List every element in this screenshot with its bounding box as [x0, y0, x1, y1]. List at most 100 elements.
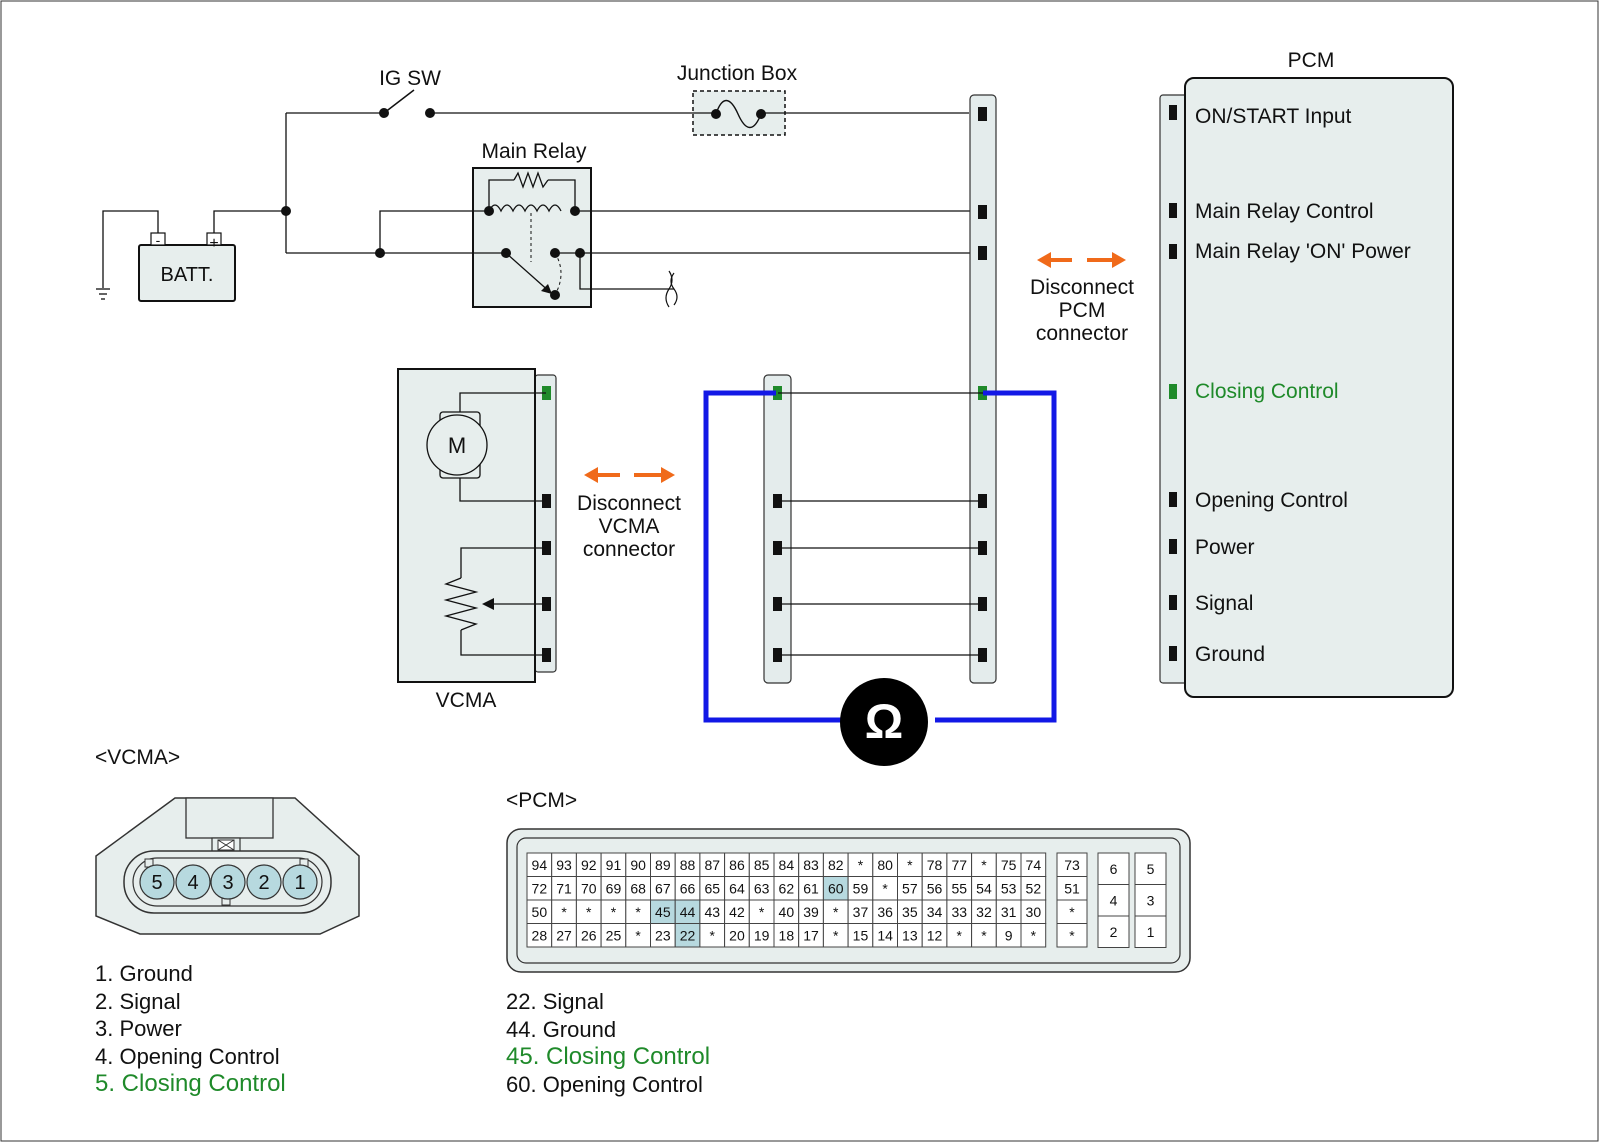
vcma-connector-pin-number: 3 — [222, 872, 233, 894]
pcm-connector-pin-number: 59 — [853, 880, 869, 896]
pcm-connector-pin-number: 68 — [630, 880, 646, 896]
pcm-connector-pin-number: 92 — [581, 857, 597, 873]
pcm-connector-pin-number: 67 — [655, 880, 671, 896]
pcm-connector-pin-number: 43 — [704, 904, 720, 920]
vcma-component: M VCMA — [397, 368, 557, 712]
disconnect-vcma-line2: VCMA — [599, 515, 660, 538]
vcma-connector-pin — [139, 864, 175, 900]
legend-item: 3. Power — [95, 1016, 182, 1041]
pcm-connector-pin-number: * — [635, 927, 641, 943]
pcm-connector-pin-number: 63 — [754, 880, 770, 896]
legend-item: 1. Ground — [95, 961, 193, 986]
pcm-connector-pin-number: * — [611, 904, 617, 920]
vcma-connector-pin-number: 2 — [258, 872, 269, 894]
pcm-connector-pin-number: * — [1031, 927, 1037, 943]
pcm-connector-pin-number: 23 — [655, 927, 671, 943]
pcm-pin-label: Power — [1195, 536, 1255, 559]
pcm-connector-pin-number: * — [833, 904, 839, 920]
legend-item: 4. Opening Control — [95, 1043, 280, 1069]
pcm-connector-pin-number: 93 — [556, 857, 572, 873]
ignition-switch: IG SW — [379, 67, 689, 118]
pcm-connector-cell — [1097, 852, 1130, 885]
pcm-connector-title: <PCM> — [506, 789, 577, 812]
pcm-connector-pin-number: 25 — [606, 927, 622, 943]
pcm-connector-pin-number: 74 — [1026, 857, 1042, 873]
pcm-connector-pin-number: 65 — [704, 880, 720, 896]
pcm-connector-pin-number: * — [981, 927, 987, 943]
pcm-connector-pin-number: * — [561, 904, 567, 920]
pcm-connector-pin-number: 3 — [1147, 892, 1155, 908]
disconnect-vcma-arrows — [584, 467, 675, 483]
pcm-connector-pin-number: 78 — [927, 857, 943, 873]
meter-lead-right — [935, 390, 1057, 723]
pcm-pin-label: Main Relay Control — [1195, 200, 1374, 223]
disconnect-pcm-line2: PCM — [1059, 299, 1106, 322]
pcm-connector-pin-number: 30 — [1026, 904, 1042, 920]
pcm-connector-cell — [1134, 915, 1167, 948]
pcm-connector-pin-number: 4 — [1110, 892, 1118, 908]
pcm-connector-pin-number: 53 — [1001, 880, 1017, 896]
ohm-icon: Ω — [865, 696, 903, 749]
pcm-connector-pin-number: 17 — [803, 927, 819, 943]
motor-label: M — [448, 433, 466, 458]
ig-sw-label: IG SW — [379, 67, 441, 90]
pcm-connector-pin-number: 70 — [581, 880, 597, 896]
vcma-harness-connector — [763, 374, 792, 684]
pcm-connector-pin-number: 85 — [754, 857, 770, 873]
pcm-pin-label: Ground — [1195, 643, 1265, 666]
wire-batt-pos — [213, 210, 286, 233]
legend-item: 2. Signal — [95, 988, 181, 1014]
disconnect-vcma-line1: Disconnect — [577, 492, 681, 515]
pcm-connector-pin-number: * — [710, 927, 716, 943]
pcm-connector-pin-number: * — [759, 904, 765, 920]
pcm-connector-pin-number: 91 — [606, 857, 622, 873]
pcm-connector-pin-number: 6 — [1110, 861, 1118, 877]
pcm-connector-cell — [1134, 852, 1167, 885]
pcm-pin-label: Signal — [1195, 592, 1253, 615]
pcm-connector-pin-number: 94 — [532, 857, 548, 873]
pcm-connector-pin-number: 64 — [729, 880, 745, 896]
vcma-connector-title: <VCMA> — [95, 746, 180, 769]
pcm-connector-pin-number: 19 — [754, 927, 770, 943]
battery-label: BATT. — [161, 264, 214, 286]
pcm-connector-pin-number: 89 — [655, 857, 671, 873]
pcm-connector-pin-number: 15 — [853, 927, 869, 943]
pcm-connector-pin-number: 39 — [803, 904, 819, 920]
disconnect-pcm-line1: Disconnect — [1030, 276, 1134, 299]
pcm-connector-pin-number: 75 — [1001, 857, 1017, 873]
pcm-connector-pin-number: 12 — [927, 927, 943, 943]
pcm-connector-pin-number: 83 — [803, 857, 819, 873]
disconnect-pcm-arrows — [1037, 252, 1126, 268]
pcm-connector-pin-number: 61 — [803, 880, 819, 896]
pcm-connector-pin-number: 71 — [556, 880, 572, 896]
vcma-connector-pin-number: 4 — [187, 872, 198, 894]
pcm-connector-pin-number: 82 — [828, 857, 844, 873]
pcm-connector-pin-number: 57 — [902, 880, 918, 896]
pcm-connector-pin-number: 33 — [951, 904, 967, 920]
pcm-connector-pin-number: 27 — [556, 927, 572, 943]
legend-item: 44. Ground — [506, 1016, 617, 1042]
pcm-connector-pin-number: * — [981, 857, 987, 873]
pcm-pin-label: Closing Control — [1195, 380, 1339, 403]
ground-symbol — [96, 210, 159, 300]
legend-item: 5. Closing Control — [95, 1070, 286, 1097]
pcm-label: PCM — [1288, 49, 1335, 72]
pcm-connector-pin-number: 40 — [779, 904, 795, 920]
junction-box: Junction Box — [677, 62, 969, 136]
wire-relay-feed — [379, 210, 489, 253]
pcm-pin-label: Opening Control — [1195, 489, 1348, 512]
pcm-connector-pin-number: * — [882, 880, 888, 896]
pcm-connector-pin-number: 90 — [630, 857, 646, 873]
pcm-connector-pin-number: 32 — [976, 904, 992, 920]
pcm-connector-pin-number: 13 — [902, 927, 918, 943]
legend-item: 60. Opening Control — [506, 1071, 703, 1097]
pcm-connector-pin-number: 86 — [729, 857, 745, 873]
pcm-connector-pin-number: * — [907, 857, 913, 873]
pcm-connector-pin-number: 62 — [779, 880, 795, 896]
pcm-connector-pin-number: * — [1069, 927, 1075, 943]
vcma-connector-pin-number: 1 — [294, 872, 305, 894]
